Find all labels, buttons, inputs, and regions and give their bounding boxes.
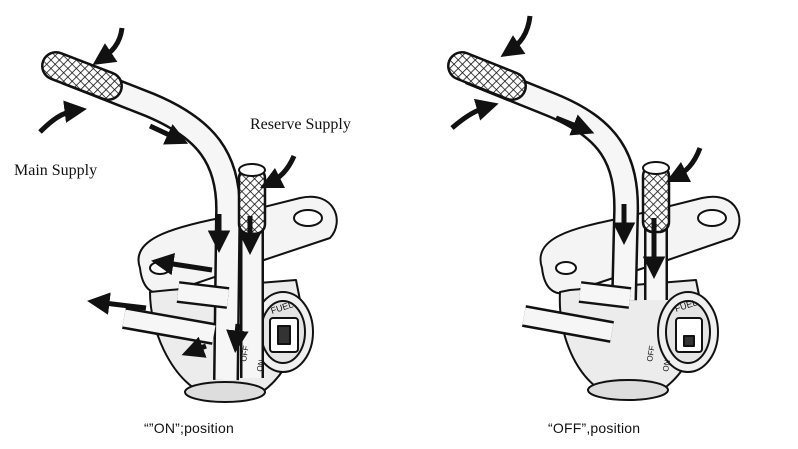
on-flow-arrows (38, 27, 297, 358)
fuel-valve-knob (252, 291, 314, 373)
reserve-supply-label: Reserve Supply (250, 116, 351, 133)
valve-off-marking: OFF (645, 345, 657, 362)
valve-on-marking: ON (255, 359, 266, 373)
main-supply-filter (41, 51, 123, 101)
flow-arrow-icon (92, 27, 125, 65)
flow-arrow-icon (151, 252, 213, 276)
on-position-diagram: FUEL OFF ON (41, 51, 338, 403)
flow-arrow-icon (555, 114, 595, 136)
valve-off-marking: OFF (239, 345, 251, 362)
on-position-caption: “”ON”;position (144, 420, 234, 436)
flow-arrow-icon (148, 123, 189, 145)
flow-arrow-icon (181, 336, 207, 358)
valve-on-marking: ON (661, 359, 672, 373)
flow-arrow-icon (226, 323, 249, 353)
off-position-diagram: FUEL OFF ON (447, 51, 741, 401)
flow-arrow-icon (259, 154, 297, 189)
off-position-caption: “OFF”,position (548, 420, 641, 436)
flow-arrow-icon (38, 100, 87, 134)
fuel-valve-knob (657, 291, 719, 373)
flow-arrow-icon (665, 147, 703, 183)
flow-arrow-icon (87, 292, 147, 315)
flow-arrow-icon (500, 15, 533, 57)
reserve-supply-filter (641, 161, 671, 234)
main-supply-filter (447, 51, 527, 101)
main-supply-label: Main Supply (14, 162, 98, 179)
off-flow-arrows (450, 15, 703, 279)
flow-arrow-icon (450, 98, 499, 130)
